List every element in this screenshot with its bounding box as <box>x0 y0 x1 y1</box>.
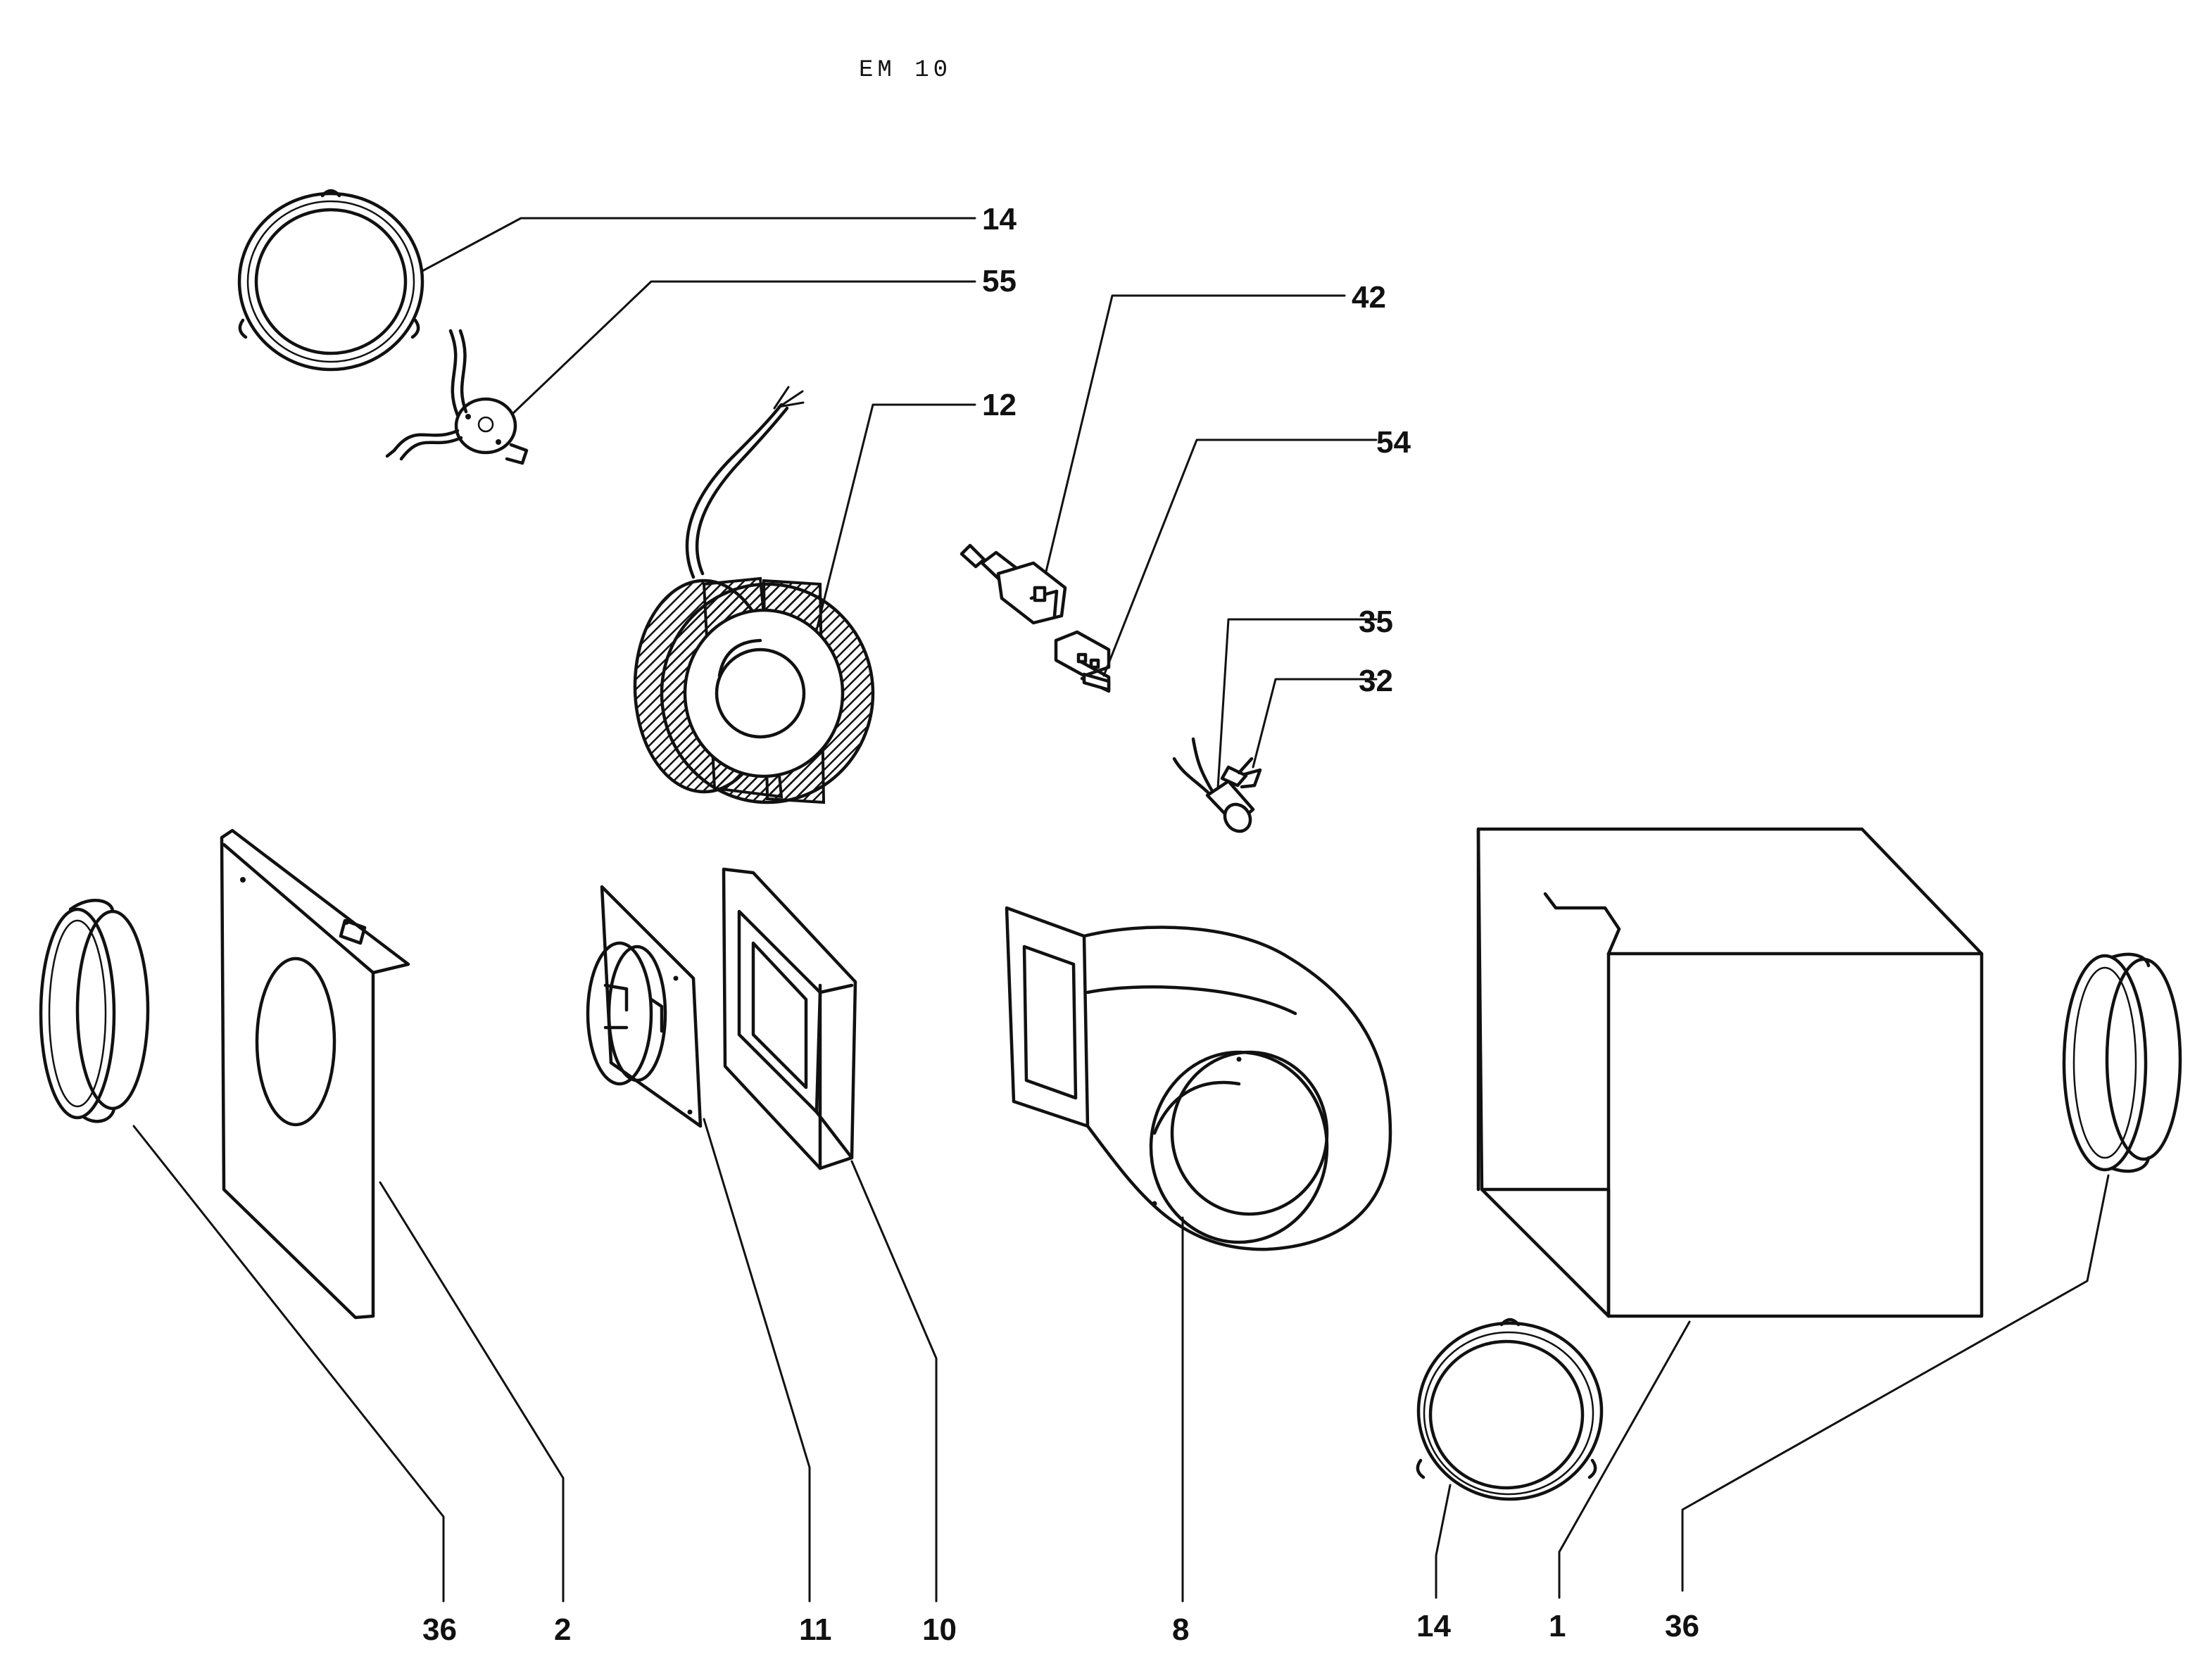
callout-36-left: 36 <box>422 1612 457 1647</box>
leader-14-bottom <box>1435 1484 1452 1599</box>
leader-2 <box>379 1181 565 1603</box>
leader-1 <box>1558 1320 1691 1599</box>
callout-42: 42 <box>1352 280 1386 315</box>
part-2-mounting-plate <box>220 828 410 1320</box>
part-14-bottom-flange-ring <box>1416 1318 1604 1501</box>
part-35-capacitor <box>1172 737 1255 833</box>
part-32-clip <box>1220 757 1262 789</box>
part-55-motor-plate <box>385 329 529 465</box>
callout-14-bottom: 14 <box>1416 1609 1451 1643</box>
leader-42 <box>1045 294 1346 573</box>
part-14-top-flange-ring <box>237 189 424 372</box>
part-8-volute-housing <box>1005 906 1392 1251</box>
part-12-fan-wheel <box>633 386 875 804</box>
callout-54: 54 <box>1376 425 1411 460</box>
part-1-box-housing <box>1476 827 1984 1318</box>
callout-8: 8 <box>1172 1612 1189 1647</box>
leader-36-right <box>1681 1174 2110 1592</box>
leader-10 <box>850 1160 938 1603</box>
part-36-left-collar <box>39 898 150 1123</box>
callout-1: 1 <box>1549 1609 1566 1643</box>
part-10-rectangular-frame <box>722 867 857 1170</box>
leader-14-top <box>421 217 976 272</box>
diagram-title: EM 10 <box>859 57 952 84</box>
leader-11 <box>703 1118 811 1603</box>
callout-14-top: 14 <box>982 202 1017 236</box>
callout-35: 35 <box>1359 605 1393 639</box>
part-11-inlet-flange <box>586 885 703 1128</box>
part-42-connector-plug <box>960 543 1067 625</box>
callout-32: 32 <box>1359 664 1393 698</box>
leader-54 <box>1102 438 1378 677</box>
part-36-right-collar <box>2062 952 2182 1173</box>
leader-55 <box>511 280 976 415</box>
callout-12: 12 <box>982 388 1017 422</box>
leader-35 <box>1216 618 1378 790</box>
leader-32 <box>1252 678 1378 769</box>
callout-36-right: 36 <box>1665 1609 1699 1643</box>
callout-11: 11 <box>799 1612 832 1647</box>
callout-10: 10 <box>922 1612 957 1647</box>
part-54-terminal-block <box>1054 630 1111 693</box>
callout-55: 55 <box>982 264 1017 298</box>
leader-12 <box>815 403 976 631</box>
callout-2: 2 <box>554 1612 571 1647</box>
leader-36-left <box>132 1125 445 1603</box>
